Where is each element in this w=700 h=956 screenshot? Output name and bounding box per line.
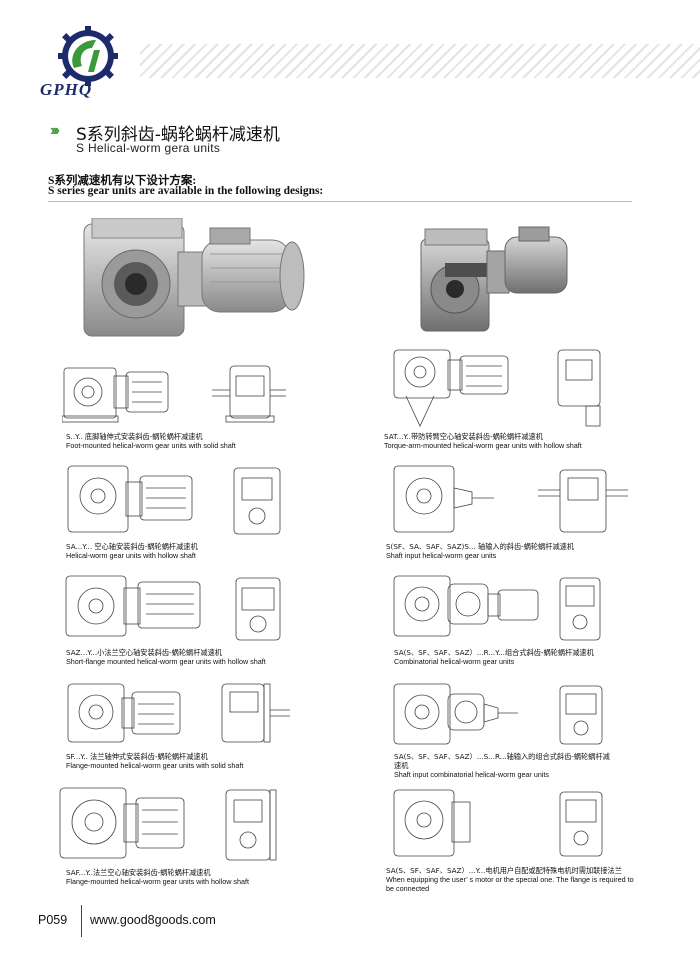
caption-en: Foot-mounted helical-worm gear units wit…: [66, 441, 236, 450]
intro-text-en: S series gear units are available in the…: [48, 185, 324, 197]
page-number: P059: [38, 913, 68, 927]
caption-unit-7: SF...Y.. 法兰轴伸式安装斜齿-蜗轮蜗杆减速机 Flange-mounte…: [66, 752, 326, 770]
caption-en: Helical-worm gear units with hollow shaf…: [66, 551, 196, 560]
caption-unit-5: SAZ...Y...小法兰空心轴安装斜齿-蜗轮蜗杆减速机 Short-flang…: [66, 648, 298, 666]
drawing-9-side: [58, 786, 188, 862]
drawing-2-front: [546, 348, 614, 428]
caption-unit-2: SAT...Y..带防转臂空心轴安装斜齿-蜗轮蜗杆减速机 Torque-arm-…: [384, 432, 624, 450]
drawing-8-side: [392, 682, 522, 748]
drawing-8-front: [556, 684, 606, 748]
caption-unit-9: SAF...Y..法兰空心轴安装斜齿-蜗轮蜗杆减速机 Flange-mounte…: [66, 868, 326, 886]
caption-cn: SA(S、SF、SAF、SAZ）...R...Y...组合式斜齿-蜗轮蜗杆减速机: [394, 648, 594, 657]
caption-unit-10: SA(S、SF、SAF、SAZ）...Y...电机用户自配或配特殊电机时需加联接…: [386, 866, 636, 893]
caption-unit-8: SA(S、SF、SAF、SAZ）...S...R...轴输入的组合式斜齿-蜗轮蜗…: [394, 752, 616, 779]
caption-unit-1: S..Y.. 底脚轴伸式安装斜齿-蜗轮蜗杆减速机 Foot-mounted he…: [66, 432, 326, 450]
page-title-cn: S系列斜齿-蜗轮蜗杆减速机: [76, 125, 280, 145]
caption-en: When equipping the user’ s motor or the …: [386, 875, 634, 893]
caption-cn: SAZ...Y...小法兰空心轴安装斜齿-蜗轮蜗杆减速机: [66, 648, 222, 657]
drawing-6-front: [556, 576, 604, 642]
drawing-3-side: [66, 462, 198, 538]
caption-cn: SA...Y... 空心轴安装斜齿-蜗轮蜗杆减速机: [66, 542, 198, 551]
divider: [48, 201, 632, 202]
header-hatch-band: [140, 44, 700, 78]
product-photo-2: [415, 223, 575, 338]
drawing-5-side: [64, 574, 204, 640]
logo-text: GPHQ: [40, 80, 93, 99]
drawing-7-side: [66, 682, 186, 746]
footer-divider: [81, 905, 82, 937]
caption-en: Combinatorial helical-worm gear units: [394, 657, 515, 666]
caption-en: Torque-arm-mounted helical-worm gear uni…: [384, 441, 582, 450]
drawing-9-front: [218, 788, 288, 862]
caption-cn: S..Y.. 底脚轴伸式安装斜齿-蜗轮蜗杆减速机: [66, 432, 203, 441]
drawing-6-side: [392, 574, 542, 640]
gear-icon: [58, 26, 118, 86]
caption-cn: SF...Y.. 法兰轴伸式安装斜齿-蜗轮蜗杆减速机: [66, 752, 208, 761]
website-link[interactable]: www.good8goods.com: [90, 913, 216, 927]
drawing-10-front: [556, 790, 606, 860]
caption-en: Shaft input combinatorial helical-worm g…: [394, 770, 550, 779]
caption-cn: SAT...Y..带防转臂空心轴安装斜齿-蜗轮蜗杆减速机: [384, 432, 543, 441]
caption-unit-6: SA(S、SF、SAF、SAZ）...R...Y...组合式斜齿-蜗轮蜗杆减速机…: [394, 648, 616, 666]
drawing-4-front: [538, 468, 628, 536]
drawing-1-side: [62, 362, 182, 424]
page-title-en: S Helical-worm gera units: [76, 141, 221, 155]
caption-cn: SA(S、SF、SAF、SAZ）...S...R...轴输入的组合式斜齿-蜗轮蜗…: [394, 752, 610, 770]
caption-cn: S(SF、SA、SAF、SAZ)S... 轴输入的斜齿-蜗轮蜗杆减速机: [386, 542, 575, 551]
brand-logo: [38, 26, 138, 98]
caption-cn: SA(S、SF、SAF、SAZ）...Y...电机用户自配或配特殊电机时需加联接…: [386, 866, 622, 875]
product-photo-1: [78, 218, 310, 340]
drawing-5-front: [228, 576, 288, 642]
intro-text-cn: S系列减速机有以下设计方案:: [48, 175, 197, 187]
chevron-right-icon: ›››: [50, 122, 60, 139]
drawing-1-front: [210, 362, 288, 424]
caption-unit-3: SA...Y... 空心轴安装斜齿-蜗轮蜗杆减速机 Helical-worm g…: [66, 542, 326, 560]
drawing-7-front: [212, 682, 292, 746]
caption-unit-4: S(SF、SA、SAF、SAZ)S... 轴输入的斜齿-蜗轮蜗杆减速机 Shaf…: [386, 542, 636, 560]
caption-en: Short-flange mounted helical-worm gear u…: [66, 657, 266, 666]
drawing-2-side: [392, 348, 514, 428]
drawing-3-front: [226, 466, 288, 538]
caption-en: Flange-mounted helical-worm gear units w…: [66, 877, 249, 886]
drawing-10-side: [392, 788, 476, 860]
caption-en: Shaft input helical-worm gear units: [386, 551, 497, 560]
drawing-4-side: [392, 462, 496, 538]
caption-en: Flange-mounted helical-worm gear units w…: [66, 761, 244, 770]
caption-cn: SAF...Y..法兰空心轴安装斜齿-蜗轮蜗杆减速机: [66, 868, 211, 877]
